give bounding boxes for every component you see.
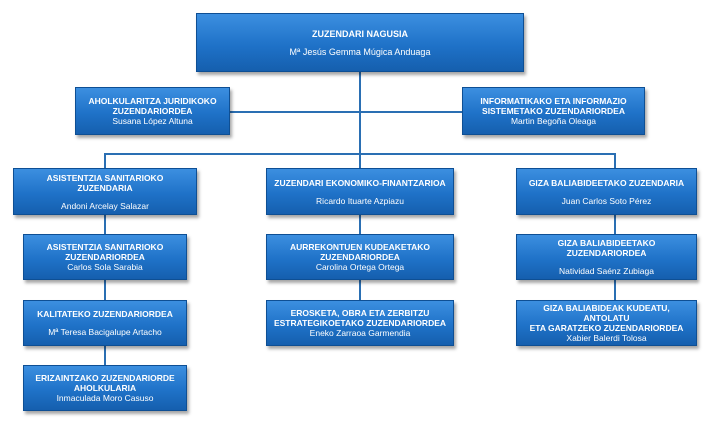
sub-name: Xabier Balerdi Tolosa bbox=[566, 333, 647, 343]
advisor-box-legal[interactable]: AHOLKULARITZA JURIDIKOKO ZUZENDARIORDEA … bbox=[75, 87, 230, 135]
sub-title-line: GIZA BALIABIDEETAKO ZUZENDARIORDEA bbox=[557, 238, 656, 258]
sub-name: Carolina Ortega Ortega bbox=[315, 262, 405, 272]
trunk-line bbox=[359, 72, 361, 154]
sub-name: Carlos Sola Sarabia bbox=[67, 262, 143, 272]
column-drop-right bbox=[614, 153, 616, 168]
column-head-name: Ricardo Ituarte Azpiazu bbox=[316, 195, 404, 206]
column-head-name: Andoni Arcelay Salazar bbox=[61, 200, 149, 211]
sub-box[interactable]: KALITATEKO ZUZENDARIORDEA Mª Teresa Baci… bbox=[23, 300, 187, 346]
column-head-box-health[interactable]: ASISTENTZIA SANITARIOKO ZUZENDARIA Andon… bbox=[13, 168, 197, 215]
column-head-title: ASISTENTZIA SANITARIOKO ZUZENDARIA bbox=[46, 172, 164, 193]
sub-title-line: KALITATEKO ZUZENDARIORDEA bbox=[37, 309, 173, 319]
column-head-name: Juan Carlos Soto Pérez bbox=[561, 195, 652, 206]
sub-title-line: ESTRATEGIKOETAKO ZUZENDARIORDEA bbox=[273, 318, 447, 328]
sub-title-line: ERIZAINTZAKO ZUZENDARIORDE bbox=[35, 373, 175, 383]
column-drop-left bbox=[104, 153, 106, 168]
advisor-title-line: ZUZENDARIORDEA bbox=[112, 106, 193, 116]
top-director-box[interactable]: ZUZENDARI NAGUSIA Mª Jesús Gemma Múgica … bbox=[196, 13, 524, 72]
sub-title-line: ZUZENDARIORDEA bbox=[65, 252, 145, 262]
advisor-title-line: INFORMATIKAKO ETA INFORMAZIO bbox=[480, 96, 627, 106]
column-head-title: GIZA BALIABIDEETAKO ZUZENDARIA bbox=[528, 177, 685, 188]
top-director-title: ZUZENDARI NAGUSIA bbox=[312, 28, 408, 39]
sub-box[interactable]: AURREKONTUEN KUDEAKETAKO ZUZENDARIORDEA … bbox=[266, 234, 454, 280]
sub-name: Eneko Zarraoa Garmendia bbox=[309, 328, 411, 338]
sub-box[interactable]: ASISTENTZIA SANITARIOKO ZUZENDARIORDEA C… bbox=[23, 234, 187, 280]
advisor-title-line: AHOLKULARITZA JURIDIKOKO bbox=[88, 96, 217, 106]
column-spine-left bbox=[104, 215, 106, 365]
sub-title-line: ETA GARATZEKO ZUZENDARIORDEA bbox=[529, 323, 684, 333]
column-head-box-finance[interactable]: ZUZENDARI EKONOMIKO-FINANTZARIOA Ricardo… bbox=[266, 168, 454, 215]
column-drop-center bbox=[359, 153, 361, 168]
sub-title-line: GIZA BALIABIDEAK KUDEATU, ANTOLATU bbox=[543, 303, 670, 323]
advisor-title-line: SISTEMETAKO ZUZENDARIORDEA bbox=[482, 106, 625, 116]
sub-name: Natividad Saénz Zubiaga bbox=[559, 266, 654, 276]
advisor-name: Susana López Altuna bbox=[112, 116, 193, 126]
sub-box[interactable]: GIZA BALIABIDEAK KUDEATU, ANTOLATU ETA G… bbox=[516, 300, 697, 346]
top-director-name: Mª Jesús Gemma Múgica Anduaga bbox=[289, 46, 431, 57]
column-head-box-hr[interactable]: GIZA BALIABIDEETAKO ZUZENDARIA Juan Carl… bbox=[516, 168, 697, 215]
sub-title-line: AURREKONTUEN KUDEAKETAKO bbox=[289, 242, 431, 252]
sub-title-line: EROSKETA, OBRA ETA ZERBITZU bbox=[290, 308, 430, 318]
advisor-connector-line bbox=[230, 111, 462, 113]
sub-box[interactable]: ERIZAINTZAKO ZUZENDARIORDE AHOLKULARIA I… bbox=[23, 365, 187, 411]
advisor-box-it[interactable]: INFORMATIKAKO ETA INFORMAZIO SISTEMETAKO… bbox=[462, 87, 645, 135]
sub-box[interactable]: GIZA BALIABIDEETAKO ZUZENDARIORDEA Nativ… bbox=[516, 234, 697, 280]
sub-title-line: ASISTENTZIA SANITARIOKO bbox=[46, 242, 164, 252]
column-head-title: ZUZENDARI EKONOMIKO-FINANTZARIOA bbox=[274, 177, 446, 188]
sub-title-line: ZUZENDARIORDEA bbox=[320, 252, 400, 262]
advisor-name: Martin Begoña Oleaga bbox=[510, 116, 597, 126]
sub-name: Mª Teresa Bacigalupe Artacho bbox=[48, 327, 162, 337]
sub-box[interactable]: EROSKETA, OBRA ETA ZERBITZU ESTRATEGIKOE… bbox=[266, 300, 454, 346]
sub-title-line: AHOLKULARIA bbox=[73, 383, 137, 393]
sub-name: Inmaculada Moro Casuso bbox=[56, 393, 154, 403]
